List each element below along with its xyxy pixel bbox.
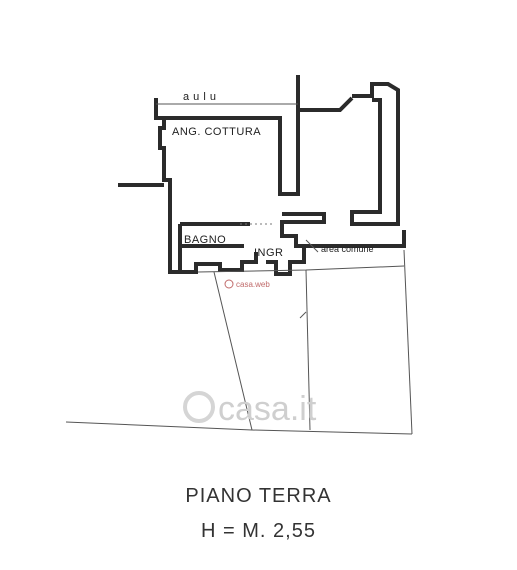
label-entrance: INGR — [254, 247, 284, 259]
floor-name: PIANO TERRA — [185, 485, 332, 507]
line-small-mark — [299, 311, 307, 319]
svg-text:casa.it: casa.it — [218, 390, 317, 428]
line-garden-bottom — [65, 421, 413, 435]
label-top: a u l u — [183, 91, 216, 103]
label-common-area: area comune — [321, 244, 374, 254]
label-kitchen: ANG. COTTURA — [172, 126, 261, 138]
line-area-bottom — [197, 265, 405, 273]
ceiling-height: H = M. 2,55 — [201, 520, 316, 542]
watermark-large: casa.it — [183, 390, 317, 428]
wall-entrance — [266, 212, 326, 276]
wall-entrance-right — [304, 230, 406, 248]
line-garden-right — [403, 249, 413, 435]
svg-text:casa.web: casa.web — [236, 280, 270, 289]
wall-kitchen-right — [164, 75, 354, 196]
wall-right-room — [350, 82, 400, 226]
line-garden-left — [213, 271, 253, 431]
wall-bathroom-bottom — [178, 224, 258, 274]
label-bathroom: BAGNO — [184, 234, 226, 246]
watermark-small: casa.web — [224, 279, 270, 289]
wall-outline-left — [154, 98, 196, 274]
line-garden-mid — [305, 269, 311, 431]
line-door-arc — [305, 239, 319, 253]
